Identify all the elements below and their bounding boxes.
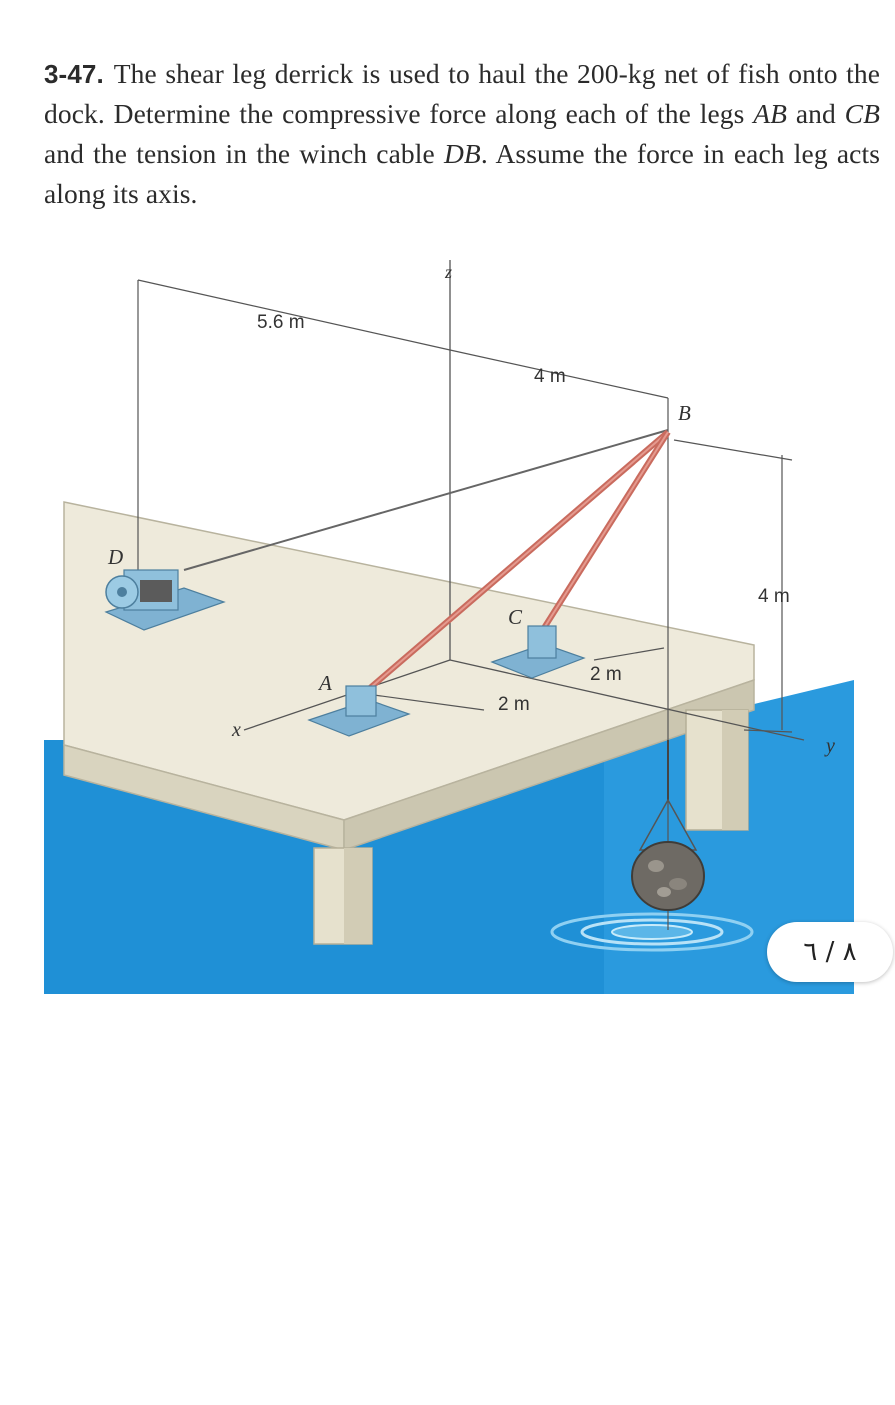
page-indicator[interactable]: ٨ / ٦ bbox=[767, 922, 893, 982]
dim-d-to-origin: 5.6 m bbox=[257, 312, 305, 333]
var-ab: AB bbox=[753, 98, 788, 129]
problem-statement: 3-47.The shear leg derrick is used to ha… bbox=[44, 54, 880, 214]
mount-a bbox=[307, 685, 411, 737]
problem-number: 3-47. bbox=[44, 59, 104, 89]
dim-origin-to-a: 2 m bbox=[498, 694, 530, 715]
label-point-c: C bbox=[508, 605, 523, 629]
var-cb: CB bbox=[844, 98, 880, 129]
statement-part: . Assume the force in each leg acts alon… bbox=[44, 138, 880, 209]
ripple-rings bbox=[550, 912, 754, 952]
winch-d bbox=[104, 569, 226, 631]
y-axis-line bbox=[449, 659, 805, 741]
leg-cb-highlight bbox=[543, 431, 669, 629]
statement-part: and the tension in the winch cable bbox=[44, 138, 444, 169]
derrick-diagram: z x y A B C D 5.6 m 4 m 4 m 2 m 2 m bbox=[44, 240, 854, 994]
label-point-b: B bbox=[678, 401, 691, 425]
leg-ab-highlight bbox=[369, 431, 669, 689]
label-z-axis: z bbox=[444, 262, 452, 282]
mount-c bbox=[490, 625, 586, 679]
fish-net bbox=[631, 740, 705, 911]
winch-cable-db bbox=[183, 429, 669, 571]
dock-right-face bbox=[343, 678, 755, 852]
dimension-lines bbox=[137, 279, 793, 930]
dim-origin-to-b: 4 m bbox=[534, 366, 566, 387]
label-y-axis: y bbox=[824, 735, 835, 757]
dim-b-height: 4 m bbox=[758, 586, 790, 607]
dim-origin-to-c: 2 m bbox=[590, 664, 622, 685]
label-point-a: A bbox=[317, 671, 332, 695]
label-point-d: D bbox=[107, 545, 123, 569]
statement-part: and bbox=[787, 98, 845, 129]
statement-part: The shear leg derrick is used to haul th… bbox=[44, 58, 880, 129]
derrick-figure: z x y A B C D 5.6 m 4 m 4 m 2 m 2 m bbox=[44, 240, 854, 994]
var-db: DB bbox=[443, 138, 481, 169]
label-x-axis: x bbox=[231, 719, 241, 741]
dock-pillars bbox=[313, 709, 749, 945]
